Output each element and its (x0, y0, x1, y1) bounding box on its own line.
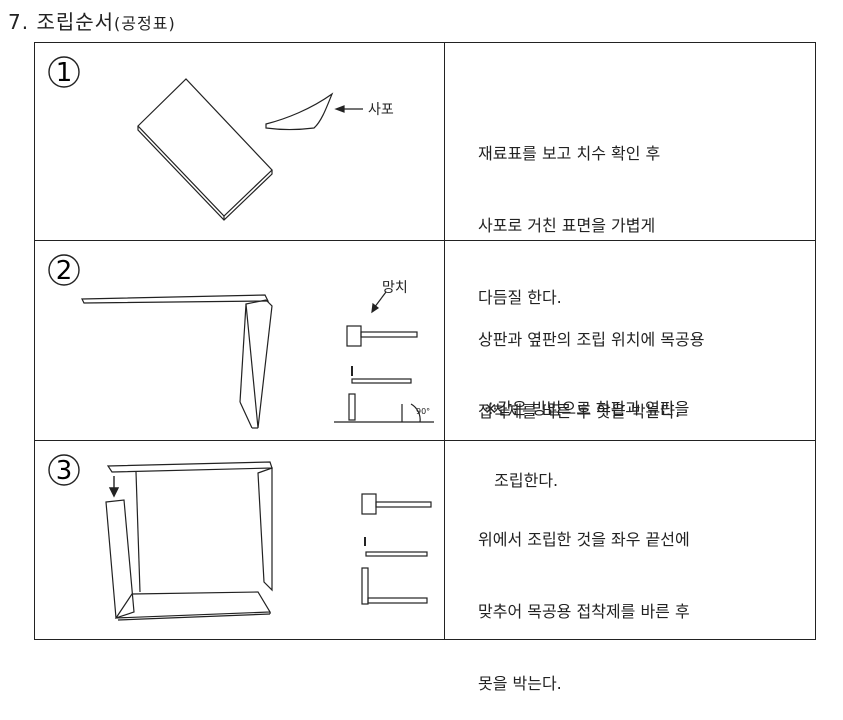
step-3-line: 맞추어 목공용 접착제를 바른 후 (478, 602, 690, 621)
step-1-line: 재료표를 보고 치수 확인 후 (478, 144, 661, 163)
down-arrow-icon (108, 476, 120, 498)
step-2-line: 상판과 옆판의 조립 위치에 목공용 (478, 330, 705, 349)
step-1-number-badge: 1 (48, 56, 80, 88)
step-2-note-line: ※같은 방법으로 하판과 옆판을 (484, 399, 690, 418)
hammer-icon (346, 291, 418, 347)
row-divider-2 (34, 440, 816, 441)
row-divider-1 (34, 240, 816, 241)
wood-board-icon (137, 78, 273, 221)
right-angle-label: 90° (416, 407, 430, 416)
step-3-line: 위에서 조립한 것을 좌우 끝선에 (478, 530, 690, 549)
step-2-line: 접착제를 바른 후 못을 박는다. (478, 402, 681, 421)
step-3-number: 3 (56, 456, 73, 486)
section-title-text: 7. 조립순서 (8, 10, 115, 34)
step-2-text: 상판과 옆판의 조립 위치에 목공용 접착제를 바른 후 못을 박는다. (478, 280, 704, 448)
step-1-number: 1 (56, 58, 73, 88)
step-2-number: 2 (56, 256, 73, 286)
nail-corner-diagram (361, 537, 428, 605)
sandpaper-icon (265, 92, 363, 131)
step-1-text: 재료표를 보고 치수 확인 후 사포로 거친 표면을 가볍게 다듬질 한다. (478, 94, 660, 334)
step-2-figure: 2 망치 90° (36, 242, 442, 440)
step-1-line: 다듬질 한다. (478, 288, 562, 307)
assembled-frame-icon (105, 461, 273, 621)
step-3-figure: 3 (36, 442, 442, 638)
step-3-number-badge: 3 (48, 454, 80, 486)
top-and-side-panel-icon (81, 294, 273, 429)
step-2-number-badge: 2 (48, 254, 80, 286)
hammer-label: 망치 (382, 280, 408, 296)
step-1-line: 사포로 거친 표면을 가볍게 (478, 216, 656, 235)
column-divider (444, 42, 445, 640)
section-title: 7. 조립순서(공정표) (8, 6, 176, 35)
step-1-figure: 1 사포 (36, 44, 442, 240)
step-2-note-line: 조립한다. (484, 471, 559, 490)
hammer-icon-step3 (361, 493, 432, 515)
section-subtitle: (공정표) (114, 14, 176, 33)
process-table (34, 42, 816, 640)
nail-joint-diagram (334, 366, 434, 423)
step-2-note: ※같은 방법으로 하판과 옆판을 조립한다. (484, 349, 689, 517)
step-3-line: 못을 박는다. (478, 674, 562, 693)
sandpaper-label: 사포 (368, 102, 394, 118)
step-3-text: 위에서 조립한 것을 좌우 끝선에 맞추어 목공용 접착제를 바른 후 못을 박… (478, 480, 690, 720)
